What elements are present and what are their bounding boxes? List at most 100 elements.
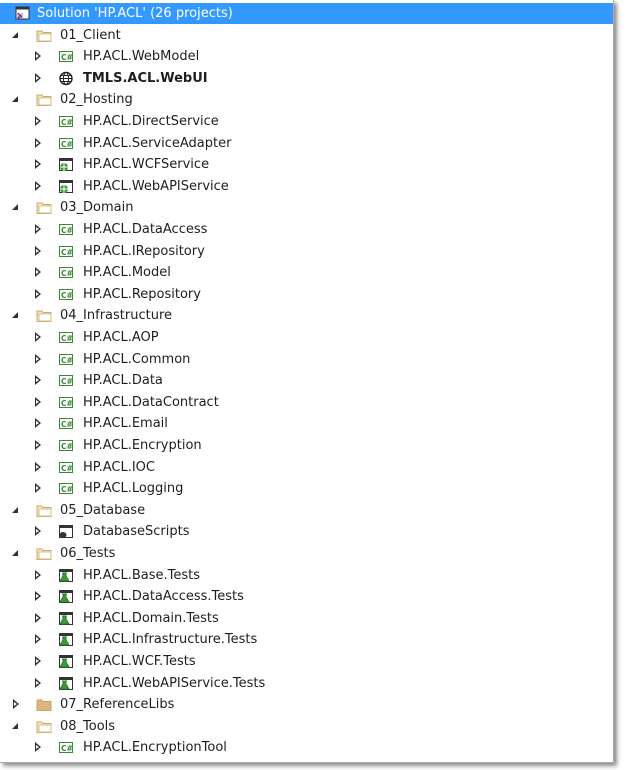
expand-arrow-icon[interactable] — [32, 413, 44, 434]
project-node[interactable]: C# HP.ACL.EncryptionTool — [0, 737, 613, 758]
csharp-icon: C# — [58, 265, 74, 280]
folder-node-label: 05_Database — [60, 502, 146, 518]
project-node-label: HP.ACL.EncryptionTool — [83, 740, 227, 756]
expand-arrow-icon[interactable] — [32, 133, 44, 154]
project-node-label: HP.ACL.WCFService — [83, 157, 210, 173]
svg-text:C#: C# — [61, 140, 73, 149]
folder-node[interactable]: 08_Tools — [0, 716, 613, 737]
collapse-arrow-icon[interactable] — [10, 305, 22, 326]
svg-text:C#: C# — [61, 269, 73, 278]
project-node[interactable]: TMLS.ACL.WebUI — [0, 68, 613, 89]
project-node[interactable]: C#HP.ACL.IOC — [0, 457, 613, 478]
expand-arrow-icon[interactable] — [32, 154, 44, 175]
project-node[interactable]: C#HP.ACL.Common — [0, 349, 613, 370]
project-node[interactable]: C#HP.ACL.WebModel — [0, 46, 613, 67]
svg-text:C#: C# — [61, 420, 73, 429]
expand-arrow-icon[interactable] — [32, 349, 44, 370]
project-node[interactable]: DatabaseScripts — [0, 521, 613, 542]
project-node[interactable]: C#HP.ACL.Logging — [0, 478, 613, 499]
project-node[interactable]: HP.ACL.WebAPIService.Tests — [0, 673, 613, 694]
expand-arrow-icon[interactable] — [32, 586, 44, 607]
project-node[interactable]: C#HP.ACL.IRepository — [0, 241, 613, 262]
project-node[interactable]: C#HP.ACL.DirectService — [0, 111, 613, 132]
collapse-arrow-icon[interactable] — [10, 197, 22, 218]
svg-text:C#: C# — [61, 377, 73, 386]
project-node-label: HP.ACL.IRepository — [83, 243, 205, 259]
expand-arrow-icon[interactable] — [32, 392, 44, 413]
project-node[interactable]: C#HP.ACL.DataAccess — [0, 219, 613, 240]
svg-text:C#: C# — [61, 485, 73, 494]
expand-arrow-icon[interactable] — [32, 565, 44, 586]
project-node[interactable]: C#HP.ACL.Data — [0, 370, 613, 391]
project-node[interactable]: C#HP.ACL.Email — [0, 413, 613, 434]
project-node[interactable]: HP.ACL.Base.Tests — [0, 565, 613, 586]
expand-arrow-icon[interactable] — [32, 457, 44, 478]
expand-arrow-icon[interactable] — [32, 327, 44, 348]
expand-arrow-icon[interactable] — [32, 673, 44, 694]
folder-icon — [36, 28, 52, 43]
project-node[interactable]: C#HP.ACL.DataContract — [0, 392, 613, 413]
csharp-icon: C# — [58, 136, 74, 151]
project-node[interactable]: C#HP.ACL.Encryption — [0, 435, 613, 456]
project-node[interactable]: C#HP.ACL.Repository — [0, 284, 613, 305]
solution-icon: ꟽ — [14, 6, 30, 21]
expand-arrow-icon[interactable] — [32, 629, 44, 650]
project-node-label: HP.ACL.DataContract — [83, 394, 219, 410]
project-node[interactable]: HP.ACL.WebAPIService — [0, 176, 613, 197]
expand-arrow-icon[interactable] — [32, 241, 44, 262]
expand-arrow-icon[interactable] — [32, 435, 44, 456]
expand-arrow-icon[interactable] — [32, 46, 44, 67]
expand-arrow-icon[interactable] — [32, 219, 44, 240]
expand-arrow-icon[interactable] — [32, 737, 44, 758]
expand-arrow-icon[interactable] — [32, 68, 44, 89]
test-project-icon — [58, 589, 74, 604]
project-node[interactable]: HP.ACL.WCFService — [0, 154, 613, 175]
folder-node[interactable]: 05_Database — [0, 500, 613, 521]
collapse-arrow-icon[interactable] — [10, 89, 22, 110]
project-node[interactable]: C#HP.ACL.ServiceAdapter — [0, 133, 613, 154]
collapse-arrow-icon[interactable] — [10, 543, 22, 564]
expand-arrow-icon[interactable] — [32, 176, 44, 197]
project-node[interactable]: HP.ACL.Domain.Tests — [0, 608, 613, 629]
folder-node[interactable]: 02_Hosting — [0, 89, 613, 110]
project-node-label: TMLS.ACL.WebUI — [83, 70, 208, 86]
expand-arrow-icon[interactable] — [32, 521, 44, 542]
csharp-icon: C# — [58, 740, 74, 755]
folder-node[interactable]: 06_Tests — [0, 543, 613, 564]
project-node-label: HP.ACL.WCF.Tests — [83, 654, 196, 669]
globe-icon — [58, 71, 74, 86]
project-node[interactable]: HP.ACL.DataAccess.Tests — [0, 586, 613, 607]
folder-node-label: 01_Client — [60, 27, 121, 43]
project-node[interactable]: C#HP.ACL.AOP — [0, 327, 613, 348]
collapse-arrow-icon[interactable] — [10, 716, 22, 737]
folder-node-label: 02_Hosting — [60, 92, 133, 108]
expand-arrow-icon[interactable] — [32, 284, 44, 305]
expand-arrow-icon[interactable] — [32, 370, 44, 391]
collapse-arrow-icon[interactable] — [10, 25, 22, 46]
folder-node[interactable]: 01_Client — [0, 25, 613, 46]
folder-node[interactable]: 03_Domain — [0, 197, 613, 218]
expand-arrow-icon[interactable] — [32, 478, 44, 499]
project-node[interactable]: C#HP.ACL.Model — [0, 262, 613, 283]
expand-arrow-icon[interactable] — [32, 262, 44, 283]
project-node[interactable]: HP.ACL.WCF.Tests — [0, 651, 613, 672]
folder-node[interactable]: 04_Infrastructure — [0, 305, 613, 326]
csharp-icon: C# — [58, 373, 74, 388]
expand-arrow-icon[interactable] — [32, 111, 44, 132]
project-node-label: HP.ACL.WebModel — [83, 49, 200, 65]
expand-arrow-icon[interactable] — [32, 608, 44, 629]
csharp-icon: C# — [58, 114, 74, 129]
svg-text:C#: C# — [61, 464, 73, 473]
folder-node[interactable]: 07_ReferenceLibs — [0, 694, 613, 715]
svg-text:C#: C# — [61, 226, 73, 235]
test-project-icon — [58, 611, 74, 626]
expand-arrow-icon[interactable] — [32, 651, 44, 672]
folder-node-label: 03_Domain — [60, 200, 134, 216]
project-node-label: HP.ACL.Repository — [83, 286, 201, 302]
project-node[interactable]: HP.ACL.Infrastructure.Tests — [0, 629, 613, 650]
collapse-arrow-icon[interactable] — [10, 500, 22, 521]
expand-arrow-icon[interactable] — [10, 694, 22, 715]
test-project-icon — [58, 568, 74, 583]
